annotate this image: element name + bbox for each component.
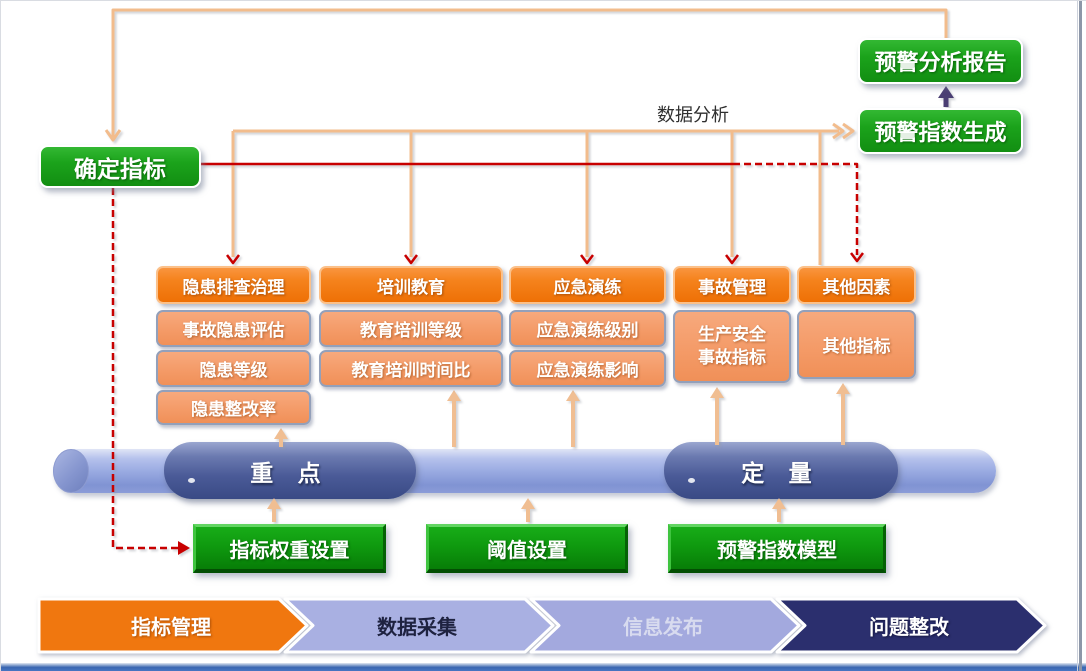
warning-index-model-label: 预警指数模型 — [717, 539, 837, 562]
arrowhead-into-indexgen-2 — [842, 122, 855, 140]
category-header-training: 培训教育 — [319, 266, 503, 304]
indicator-label: 隐患整改率 — [191, 400, 276, 419]
indicator-box: 生产安全事故指标 — [673, 310, 791, 383]
arrowhead-into-indexgen-1 — [832, 122, 845, 140]
window-right-edge-light — [1077, 1, 1078, 671]
category-header-label: 其他因素 — [822, 277, 891, 297]
threshold-setting-box: 阈值设置 — [426, 524, 628, 573]
banner-step-3: 信息发布 — [553, 599, 773, 652]
category-header-accident: 事故管理 — [673, 266, 791, 304]
category-header-label: 培训教育 — [377, 277, 445, 297]
banner-step-2: 数据采集 — [307, 599, 527, 652]
btn-up-1-head — [267, 498, 281, 509]
purple-arrowhead — [938, 86, 954, 98]
warning-index-gen-label: 预警指数生成 — [874, 120, 1007, 145]
cylinder-key-label: 重 点 — [250, 459, 330, 486]
red-arrowhead-5 — [850, 252, 864, 263]
cylinder-left-cap — [53, 449, 89, 493]
indicator-box: 其他指标 — [797, 310, 916, 379]
category-header-label: 隐患排查治理 — [182, 277, 285, 297]
arrowhead-into-confirm — [104, 129, 122, 142]
threshold-setting-label: 阈值设置 — [487, 539, 567, 562]
indicator-box: 隐患等级 — [156, 350, 311, 387]
banner-step-1: 指标管理 — [61, 599, 281, 652]
banner-step-label: 问题整改 — [869, 617, 949, 639]
indicator-box: 应急演练级别 — [509, 310, 666, 347]
confirm-indicator-label: 确定指标 — [74, 155, 166, 182]
indicator-box: 事故隐患评估 — [156, 310, 311, 347]
indicator-box: 教育培训等级 — [319, 310, 503, 347]
window-right-edge-dark — [1079, 1, 1082, 671]
red-arrowhead-1 — [226, 254, 240, 265]
cylinder-quant-label: 定 量 — [741, 459, 821, 486]
warning-report-box: 预警分析报告 — [858, 38, 1023, 84]
red-arrowhead-weight — [178, 541, 190, 555]
category-header-other: 其他因素 — [797, 266, 916, 304]
category-header-hazard: 隐患排查治理 — [156, 266, 311, 304]
cylinder-segment-key: 重 点 — [164, 442, 416, 499]
bottom-divider-bar — [1, 663, 1086, 671]
indicator-box: 隐患整改率 — [156, 390, 311, 425]
pipe-up-3-head — [566, 390, 580, 401]
indicator-label: 教育培训等级 — [360, 321, 462, 340]
indicator-label: 事故隐患评估 — [182, 321, 285, 340]
red-arrowhead-2 — [404, 254, 418, 265]
arrow-report-to-confirm — [111, 8, 948, 137]
btn-up-2-head — [521, 498, 535, 509]
indicator-box: 应急演练影响 — [509, 350, 666, 387]
category-header-drill: 应急演练 — [509, 266, 666, 304]
indicator-box: 教育培训时间比 — [319, 350, 503, 387]
btn-up-3-head — [772, 498, 786, 509]
banner-step-label: 信息发布 — [623, 617, 703, 639]
data-analysis-label: 数据分析 — [657, 105, 729, 125]
warning-index-gen-box: 预警指数生成 — [858, 108, 1023, 154]
banner-step-label: 数据采集 — [377, 617, 457, 639]
cylinder-segment-quant: 定 量 — [664, 442, 898, 499]
pipe-up-5-head — [836, 383, 850, 394]
indicator-label: 生产安全事故指标 — [698, 324, 766, 367]
red-arrowhead-4 — [725, 254, 739, 265]
red-arrowhead-3 — [580, 254, 594, 265]
indicator-label: 应急演练影响 — [536, 361, 639, 380]
indicator-label: 隐患等级 — [199, 361, 268, 380]
weight-setting-label: 指标权重设置 — [229, 539, 350, 562]
indicator-label: 教育培训时间比 — [351, 361, 471, 380]
pipe-up-4-head — [710, 387, 724, 398]
indicator-label: 其他指标 — [822, 337, 891, 356]
banner-step-4: 问题整改 — [799, 599, 1019, 652]
category-header-label: 应急演练 — [553, 277, 622, 297]
indicator-label: 应急演练级别 — [536, 321, 639, 340]
confirm-indicator-box: 确定指标 — [39, 145, 201, 188]
banner-step-label: 指标管理 — [131, 617, 211, 639]
category-header-label: 事故管理 — [698, 277, 766, 297]
warning-index-model-box: 预警指数模型 — [668, 524, 886, 573]
confirm-to-other-dashed — [733, 162, 859, 255]
warning-report-label: 预警分析报告 — [874, 50, 1007, 75]
pipe-up-2-head — [447, 390, 461, 401]
pipe-up-1-head — [274, 428, 288, 439]
weight-setting-box: 指标权重设置 — [193, 524, 386, 573]
